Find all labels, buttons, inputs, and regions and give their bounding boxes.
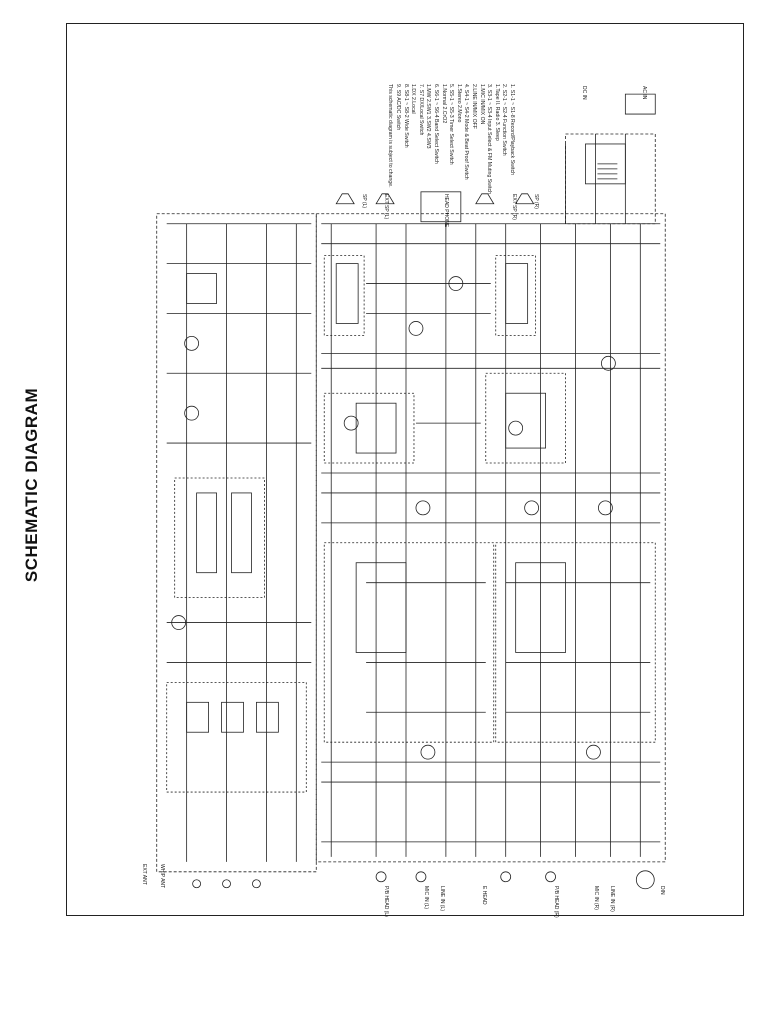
head-phone-label: HEAD PHONE	[443, 194, 449, 228]
ext-ant-label: EXT ANT	[141, 864, 147, 885]
note-line: 2. S2-1 ~ S2-4 Function Switch	[501, 84, 508, 156]
pb-head-r-label: P/B HEAD (R)	[553, 886, 559, 918]
din-label: DIN	[659, 886, 665, 895]
note-line: 7. S7 DX/Local Switch	[417, 84, 424, 136]
ic-block-1	[323, 255, 365, 336]
note-line: 1.Tape II. Radio 3. Sleep	[493, 84, 500, 141]
mic-in-l-label: MIC IN (L)	[423, 886, 429, 910]
page-title-text: SCHEMATIC DIAGRAM	[22, 387, 42, 583]
line-in-r-label: LINE IN (R)	[609, 886, 615, 912]
schematic-drawing	[156, 93, 666, 890]
dc-in-label: DC IN	[581, 86, 587, 100]
line-in-l-label: LINE IN (L)	[439, 886, 445, 912]
whip-ant-label: WHIP ANT	[159, 864, 165, 889]
note-line: 1.DX 2.Local	[410, 84, 417, 114]
ic-block-4	[485, 372, 566, 464]
note-line: 1.MIC IN/MIX ON	[478, 84, 485, 125]
page-title: SCHEMATIC DIAGRAM	[12, 370, 52, 600]
main-board-outline	[315, 213, 666, 863]
rf-block	[166, 681, 307, 793]
note-line: 9. S9 AC/DC Switch	[395, 84, 402, 131]
tuner-board-outline	[156, 213, 317, 873]
ac-in-label: AC IN	[641, 86, 647, 100]
switch-notes: 1. S1-1 ~ S1-8 Record/Playback Switch 2.…	[388, 84, 516, 216]
note-line: 3. S3-1 ~ S3-4 Input Select & FM Muting …	[486, 84, 493, 194]
amp-block-l	[323, 542, 495, 743]
sp-r-label: SP (R)	[533, 194, 539, 209]
pb-head-l-label: P/B HEAD (L)	[383, 886, 389, 917]
note-line: 8. S8-1 ~ S8-2 Wide Switch	[402, 84, 409, 148]
note-line: 1.Stereo 2.Mono	[455, 84, 462, 123]
note-line: 2.LINE IN/MIX OFF	[471, 84, 478, 129]
note-line: 6. S6-1 ~ S6-4 Band Select Switch	[433, 84, 440, 164]
ic-block-3	[323, 392, 415, 464]
note-line: 4. S4-1 ~ S4-2 Mode & Beat Proof Switch	[463, 84, 470, 180]
sp-l-label: SP (L)	[361, 194, 367, 209]
note-line: 1.MW 2.SW1 3.SW2 4.SW3	[425, 84, 432, 149]
erase-head-label: E HEAD	[481, 886, 487, 905]
schematic-frame: 1. S1-1 ~ S1-8 Record/Playback Switch 2.…	[66, 23, 744, 918]
mic-in-r-label: MIC IN (R)	[593, 886, 599, 910]
ext-sp-r-label: EXT SP (R)	[511, 194, 517, 220]
ext-sp-l-label: EXT SP (L)	[383, 194, 389, 220]
if-block	[174, 477, 265, 599]
